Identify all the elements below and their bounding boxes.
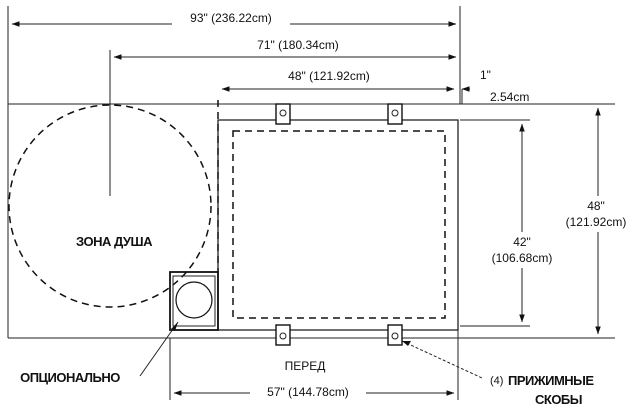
dim-shower-to-right: 71" (180.34cm) xyxy=(109,37,457,196)
clip-top-left xyxy=(275,103,291,125)
dim-tub-width: 48" (121.92cm) xyxy=(221,68,455,92)
dim-gap: 1" 2.54cm xyxy=(461,68,529,104)
clip-bottom-left xyxy=(275,324,291,346)
optional-component xyxy=(169,271,219,331)
overall-width-label: 93" (236.22cm) xyxy=(190,11,272,25)
optional-callout: ОПЦИОНАЛЬНО xyxy=(20,321,179,385)
shower-zone-circle xyxy=(8,104,212,308)
dim-overall-width: 93" (236.22cm) xyxy=(7,6,461,104)
clip-top-right xyxy=(387,103,403,125)
shower-to-right-label: 71" (180.34cm) xyxy=(257,38,339,52)
tub-outline xyxy=(217,119,459,331)
clips-label-line2: СКОБЫ xyxy=(535,392,582,407)
gap-cm-label: 2.54cm xyxy=(490,90,529,104)
total-depth-cm-label: (121.92cm) xyxy=(566,215,627,229)
optional-label: ОПЦИОНАЛЬНО xyxy=(20,370,120,385)
shower-zone-label: ЗОНА ДУША xyxy=(76,234,153,249)
total-depth-in-label: 48" xyxy=(587,199,605,213)
tub-depth-in-label: 42" xyxy=(513,235,531,249)
front-label: ПЕРЕД xyxy=(285,359,326,373)
clips-count-label: (4) xyxy=(490,375,503,387)
tub-width-label: 48" (121.92cm) xyxy=(288,69,370,83)
clips-callout: (4) ПРИЖИМНЫЕ СКОБЫ xyxy=(401,340,595,407)
dim-tub-depth: 42" (106.68cm) xyxy=(460,119,566,327)
dim-total-depth: 48" (121.92cm) xyxy=(555,107,633,335)
room-outline xyxy=(7,103,615,339)
clip-bottom-right xyxy=(387,324,403,346)
dim-front-width: 57" (144.78cm) xyxy=(169,330,459,400)
tub-depth-cm-label: (106.68cm) xyxy=(492,251,553,265)
gap-in-label: 1" xyxy=(480,68,491,82)
front-width-label: 57" (144.78cm) xyxy=(267,385,349,399)
tub-inner-dashed xyxy=(232,130,446,319)
clips-label-line1: ПРИЖИМНЫЕ xyxy=(508,373,594,388)
